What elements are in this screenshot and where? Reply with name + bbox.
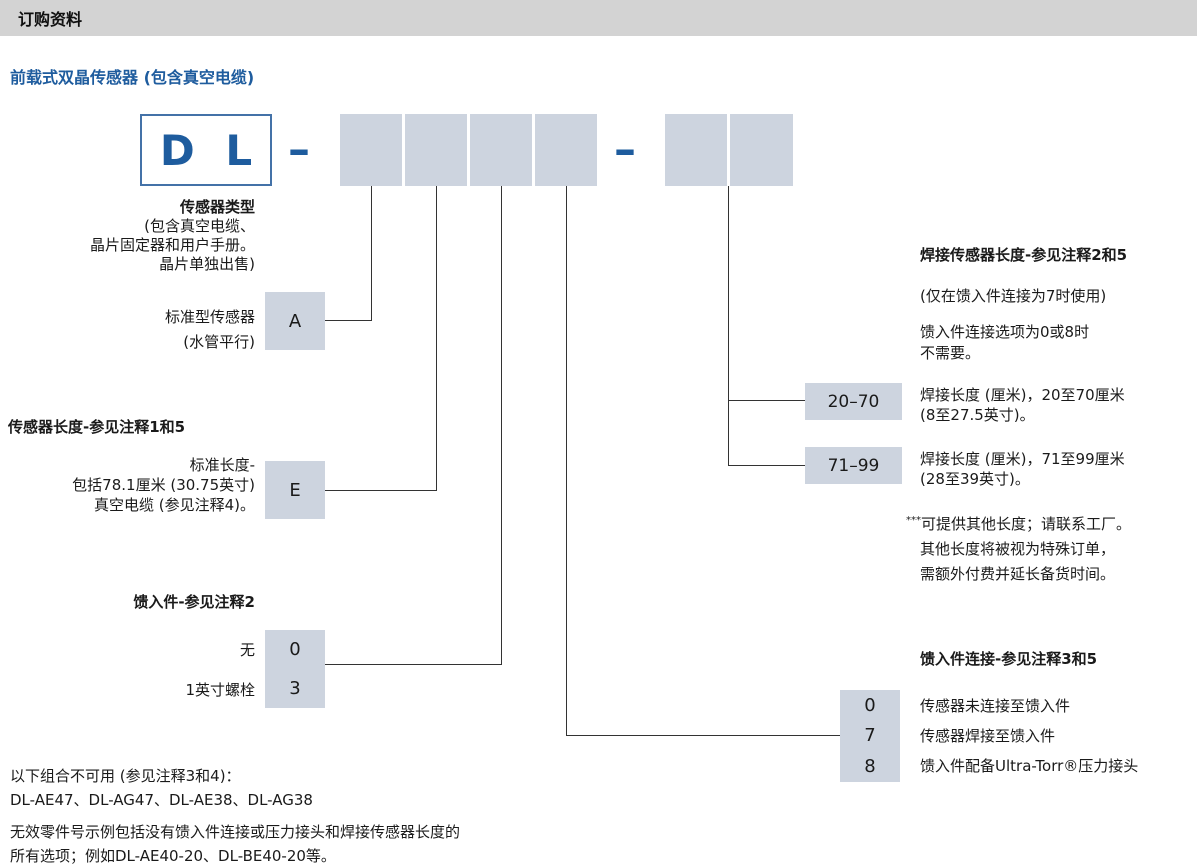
part-number-dash-2: – [614,124,636,175]
footnote-marker: *** [906,515,921,526]
footnote-text-1: 可提供其他长度；请联系工厂。 [921,515,1132,533]
code-sensor-type-A: A [288,310,302,332]
code-connection-7: 7 [864,724,876,746]
connector-weld-length-h1 [728,400,805,401]
code-box-sensor-length-E: E [265,461,325,519]
weld-footnote-line-1: ***可提供其他长度；请联系工厂。 [906,508,1131,537]
connection-label-0: 传感器未连接至馈入件 [920,697,1071,715]
part-number-prefix: D L [159,125,261,175]
weld-length-note1: (仅在馈入件连接为7时使用) [920,287,1107,305]
code-box-weld-71-99: 71–99 [805,447,902,484]
code-feedthrough-3: 3 [289,678,301,699]
weld-length-desc-71-99: 焊接长度 (厘米)，71至99厘米 (28至39英寸)。 [920,449,1125,489]
connector-feedthrough-v [501,186,502,664]
weld-length-title: 焊接传感器长度-参见注释2和5 [920,246,1128,264]
product-heading: 前载式双晶传感器 (包含真空电缆) [10,68,255,87]
digit-box-weld-length-1 [665,114,727,186]
digit-box-sensor-type [340,114,402,186]
code-box-connection-0: 0 [840,690,900,720]
weld-length-note2-line-2: 不需要。 [920,344,981,362]
code-weld-71-99: 71–99 [827,455,880,476]
sensor-length-option-line-2: 包括78.1厘米 (30.75英寸) [72,476,255,494]
sensor-type-block: 传感器类型 (包含真空电缆、 晶片固定器和用户手册。 晶片单独出售) [0,198,255,274]
sensor-type-title: 传感器类型 [179,198,255,216]
connector-feedthrough-h [325,664,502,665]
code-connection-8: 8 [864,755,876,777]
weld-desc-71-99-line-2: (28至39英寸)。 [920,470,1030,488]
code-connection-0: 0 [864,694,876,716]
footer-note-combinations: 以下组合不可用 (参见注释3和4)： DL-AE47、DL-AG47、DL-AE… [10,764,313,812]
connector-sensor-type-v [371,186,372,320]
weld-length-note2: 馈入件连接选项为0或8时 不需要。 [920,322,1089,364]
connector-sensor-length-v [436,186,437,490]
sensor-type-option-label: 标准型传感器 (水管平行) [0,305,255,355]
footer-note-invalid-parts: 无效零件号示例包括没有馈入件连接或压力接头和焊接传感器长度的 所有选项；例如DL… [10,820,460,868]
section-title: 订购资料 [18,10,83,29]
footer-line-1: 以下组合不可用 (参见注释3和4)： [10,767,241,785]
code-sensor-length-E: E [289,479,301,501]
sensor-length-option-label: 标准长度- 包括78.1厘米 (30.75英寸) 真空电缆 (参见注释4)。 [0,455,255,515]
digit-box-weld-length-2 [730,114,793,186]
sensor-type-option-line-2: (水管平行) [183,333,255,351]
code-weld-20-70: 20–70 [827,391,880,412]
code-box-connection-8: 8 [840,750,900,782]
part-number-dash-1: – [288,124,310,175]
digit-box-sensor-length [405,114,467,186]
code-box-feedthrough-0: 0 [265,630,325,669]
digit-box-feedthrough [470,114,532,186]
connector-sensor-length-h [325,490,437,491]
weld-length-note2-line-1: 馈入件连接选项为0或8时 [920,323,1090,341]
sensor-type-subtitle-line-2: 晶片固定器和用户手册。 [89,236,255,254]
sensor-type-subtitle-line-3: 晶片单独出售) [159,255,255,273]
part-number-prefix-box: D L [140,114,272,186]
code-box-feedthrough-3: 3 [265,669,325,708]
code-box-connection-7: 7 [840,720,900,750]
weld-desc-20-70-line-2: (8至27.5英寸)。 [920,406,1035,424]
sensor-length-option-line-3: 真空电缆 (参见注释4)。 [93,496,255,514]
digit-box-feedthrough-connection [535,114,597,186]
feedthrough-option-label-bolt: 1英寸螺栓 [185,681,255,699]
footer-line-2: DL-AE47、DL-AG47、DL-AE38、DL-AG38 [10,791,313,809]
connector-weld-length-h2 [728,465,805,466]
footer-line-3: 无效零件号示例包括没有馈入件连接或压力接头和焊接传感器长度的 [10,823,461,841]
sensor-length-title: 传感器长度-参见注释1和5 [8,418,186,436]
weld-length-footnote: ***可提供其他长度；请联系工厂。 其他长度将被视为特殊订单， 需额外付费并延长… [906,508,1131,587]
weld-desc-20-70-line-1: 焊接长度 (厘米)，20至70厘米 [920,386,1125,404]
code-box-sensor-type-A: A [265,292,325,350]
connector-sensor-type-h [325,320,372,321]
connection-label-7: 传感器焊接至馈入件 [920,727,1056,745]
section-header: 订购资料 [0,0,1197,36]
connector-feedthrough-connection-h [566,735,840,736]
feedthrough-connection-title: 馈入件连接-参见注释3和5 [920,650,1098,668]
code-box-weld-20-70: 20–70 [805,383,902,420]
footer-line-4: 所有选项；例如DL-AE40-20、DL-BE40-20等。 [10,847,336,865]
connector-weld-length-v [728,186,729,466]
feedthrough-title: 馈入件-参见注释2 [133,593,255,611]
sensor-length-option-line-1: 标准长度- [189,456,255,474]
weld-footnote-line-2: 其他长度将被视为特殊订单， [920,540,1116,558]
feedthrough-option-label-none: 无 [239,641,255,659]
weld-desc-71-99-line-1: 焊接长度 (厘米)，71至99厘米 [920,450,1125,468]
weld-length-desc-20-70: 焊接长度 (厘米)，20至70厘米 (8至27.5英寸)。 [920,385,1125,425]
connection-label-8: 馈入件配备Ultra-Torr®压力接头 [920,757,1139,775]
weld-footnote-line-3: 需额外付费并延长备货时间。 [920,565,1116,583]
sensor-type-subtitle-line-1: (包含真空电缆、 [144,217,255,235]
sensor-type-option-line-1: 标准型传感器 [164,308,255,326]
code-feedthrough-0: 0 [289,639,301,660]
connector-feedthrough-connection-v [566,186,567,735]
